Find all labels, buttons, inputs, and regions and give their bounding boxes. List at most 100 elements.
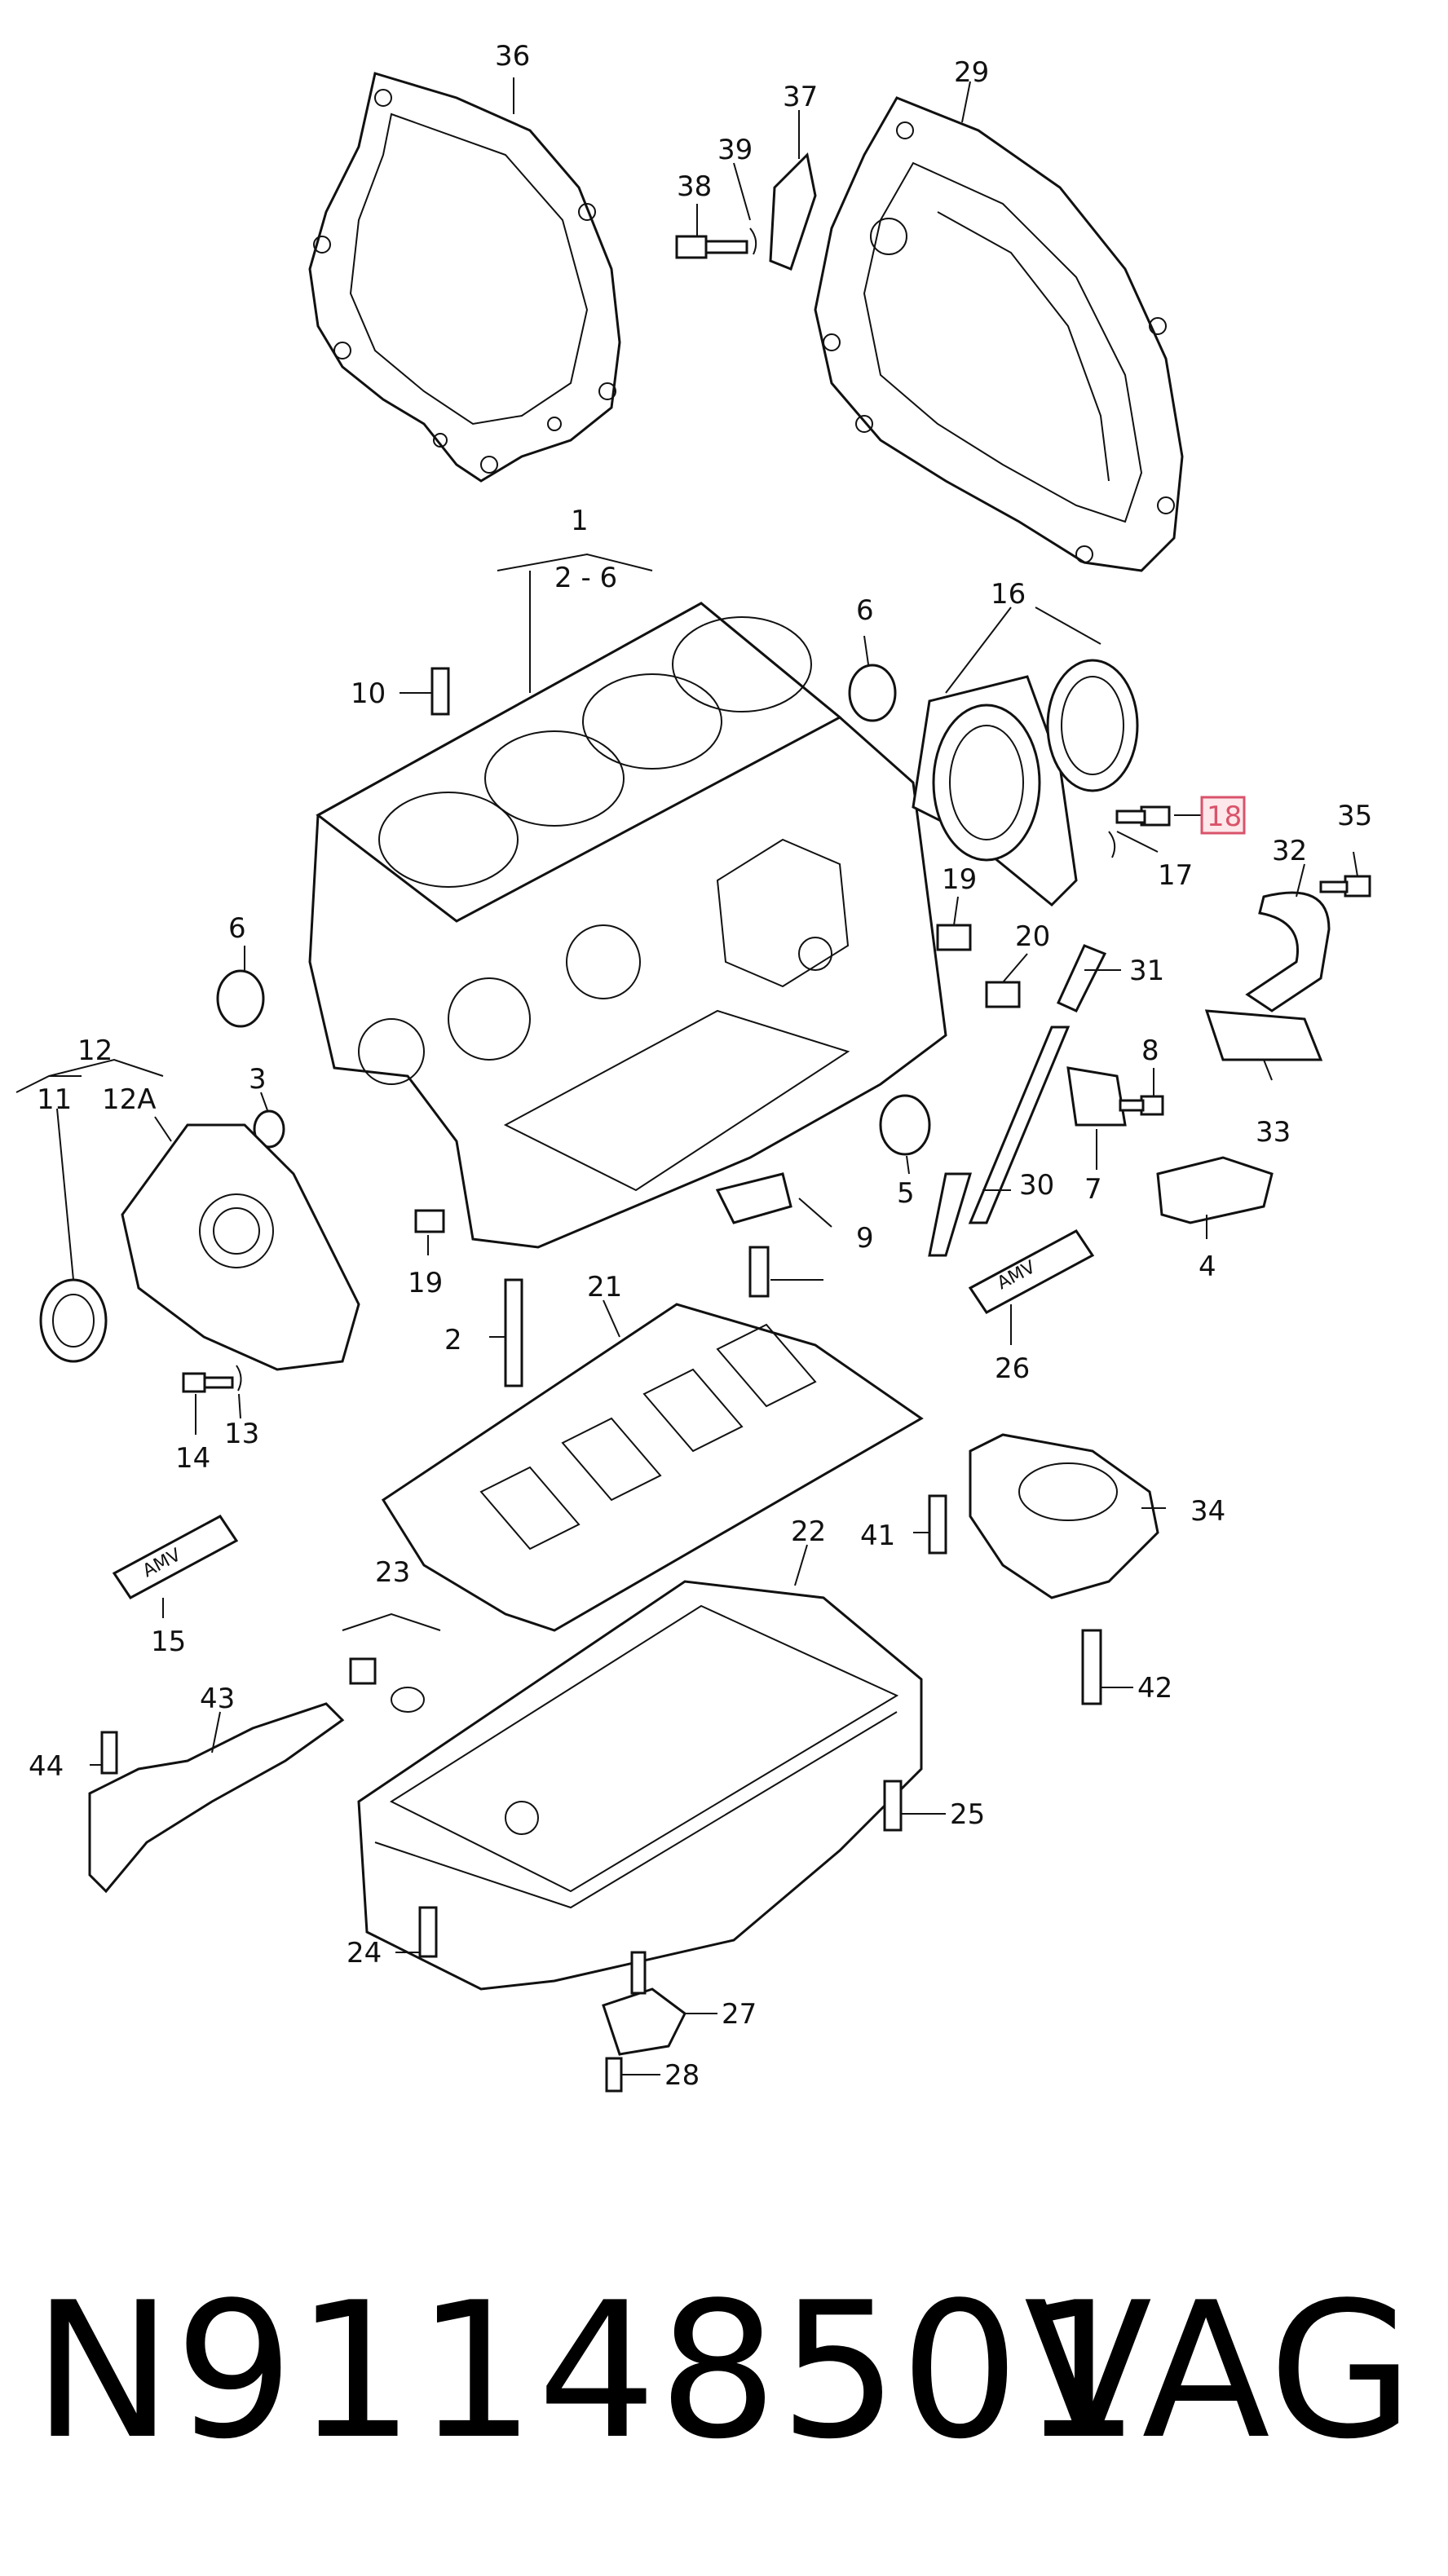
baffle-43: [88, 1702, 345, 1894]
callout-19-left: 19: [408, 1267, 443, 1299]
callout-31: 31: [1129, 955, 1164, 987]
callout-21: 21: [587, 1271, 622, 1303]
dipstick-tube-30: [928, 1026, 1071, 1257]
callout-33: 33: [1256, 1116, 1291, 1149]
cylinder-bores: [378, 616, 812, 888]
callout-36: 36: [495, 40, 530, 73]
plug-6-left: [216, 969, 265, 1028]
front-cover-12: [121, 1123, 360, 1371]
seal-ring-5: [879, 1094, 931, 1156]
bolt-25: [883, 1780, 903, 1832]
part-number: N91148501: [33, 2263, 1142, 2481]
callout-43: 43: [200, 1683, 235, 1715]
callout-1: 1: [571, 505, 589, 537]
callout-18-highlight: [1200, 796, 1246, 835]
washer-17: [1108, 831, 1116, 858]
sealant-tube-15: AMV: [112, 1515, 239, 1599]
gasket-36: [308, 72, 621, 483]
callout-18: 18: [1207, 801, 1242, 833]
callout-38: 38: [677, 170, 712, 203]
callout-16: 16: [991, 578, 1026, 611]
bolt-14: [182, 1372, 234, 1393]
callout-11: 11: [37, 1083, 72, 1116]
oil-spray-jet-9: [715, 1172, 792, 1298]
callout-23: 23: [375, 1556, 410, 1589]
sleeve-19-left: [414, 1209, 445, 1233]
sensor-4: [1156, 1156, 1274, 1224]
ring-3: [253, 1109, 285, 1149]
callout-10: 10: [351, 677, 386, 710]
callout-35: 35: [1337, 800, 1372, 832]
oil-pump-34: [969, 1433, 1159, 1599]
oil-sensor-27: [602, 1951, 686, 2056]
cover-plate-29: [814, 96, 1184, 572]
bolt-2: [504, 1278, 523, 1387]
callout-9: 9: [856, 1222, 874, 1255]
callout-37: 37: [783, 81, 818, 113]
sleeve-20: [985, 981, 1021, 1008]
callout-25: 25: [950, 1798, 985, 1831]
dowel-pin-10: [430, 667, 450, 716]
brand-name: VAG: [1023, 2263, 1415, 2481]
callout-7: 7: [1084, 1173, 1102, 1206]
seal-flange-16: [912, 659, 1139, 907]
bolt-8: [1119, 1095, 1164, 1116]
bolt-35: [1319, 875, 1371, 898]
gasket-21: [381, 1303, 924, 1632]
callout-39: 39: [717, 134, 753, 166]
callout-22: 22: [791, 1515, 826, 1548]
callout-13: 13: [224, 1418, 259, 1450]
drain-plug-23: [349, 1657, 425, 1713]
sealant-tube-26: AMV: [968, 1229, 1095, 1314]
callout-29: 29: [954, 56, 989, 89]
bolt-41: [928, 1494, 947, 1555]
exploded-parts-diagram: AMV AMV: [15, 40, 1372, 2093]
callout-26: 26: [995, 1352, 1030, 1385]
callout-28: 28: [664, 2059, 700, 2092]
callout-34: 34: [1190, 1495, 1225, 1528]
oil-pan-22: [357, 1580, 923, 1991]
leader-lines: [15, 77, 1358, 2075]
callout-6-upper: 6: [856, 594, 874, 627]
callout-6-left: 6: [228, 912, 246, 945]
plug-6-upper: [848, 664, 897, 722]
callout-27: 27: [722, 1998, 757, 2031]
bolt-24: [418, 1906, 438, 1958]
callout-12a: 12A: [102, 1083, 157, 1116]
callout-4: 4: [1199, 1251, 1216, 1283]
bolt-44: [100, 1731, 118, 1775]
callout-12: 12: [77, 1034, 113, 1067]
callout-17: 17: [1158, 859, 1193, 892]
cylinder-block-callout-bracket: [497, 553, 653, 693]
seal-11: [39, 1278, 108, 1363]
callout-14: 14: [175, 1442, 210, 1475]
callout-15: 15: [151, 1625, 186, 1658]
washer-13: [236, 1365, 242, 1392]
callout-44: 44: [29, 1750, 64, 1783]
callout-32: 32: [1272, 835, 1307, 867]
washer-39: [749, 227, 757, 255]
cylinder-block-1: [308, 602, 947, 1249]
callout-2: 2: [444, 1324, 462, 1356]
seal-11-inner: [52, 1294, 95, 1348]
callout-3: 3: [249, 1063, 267, 1096]
callouts: 36 29 37 39 38 1 2 - 6 6 16 10 18 17 32 …: [29, 40, 1372, 2092]
callout-30: 30: [1019, 1169, 1054, 1202]
callout-41: 41: [860, 1520, 895, 1552]
bracket-33: [1204, 1009, 1323, 1061]
bolt-42: [1081, 1629, 1102, 1705]
callout-5: 5: [897, 1177, 915, 1210]
callout-42: 42: [1137, 1672, 1172, 1705]
sleeve-19-right: [936, 924, 972, 951]
bolt-28: [605, 2057, 623, 2093]
callout-24: 24: [347, 1937, 382, 1969]
callout-8: 8: [1141, 1034, 1159, 1067]
bolt-38: [675, 235, 748, 259]
callout-19-right: 19: [942, 863, 977, 896]
footer: N91148501 VAG: [0, 2250, 1448, 2494]
callout-20: 20: [1015, 920, 1050, 953]
oil-nozzle-31: [1057, 944, 1107, 1012]
bracket-37: [769, 152, 817, 271]
bolt-18: [1115, 805, 1171, 827]
bracket-32: [1245, 891, 1331, 1012]
